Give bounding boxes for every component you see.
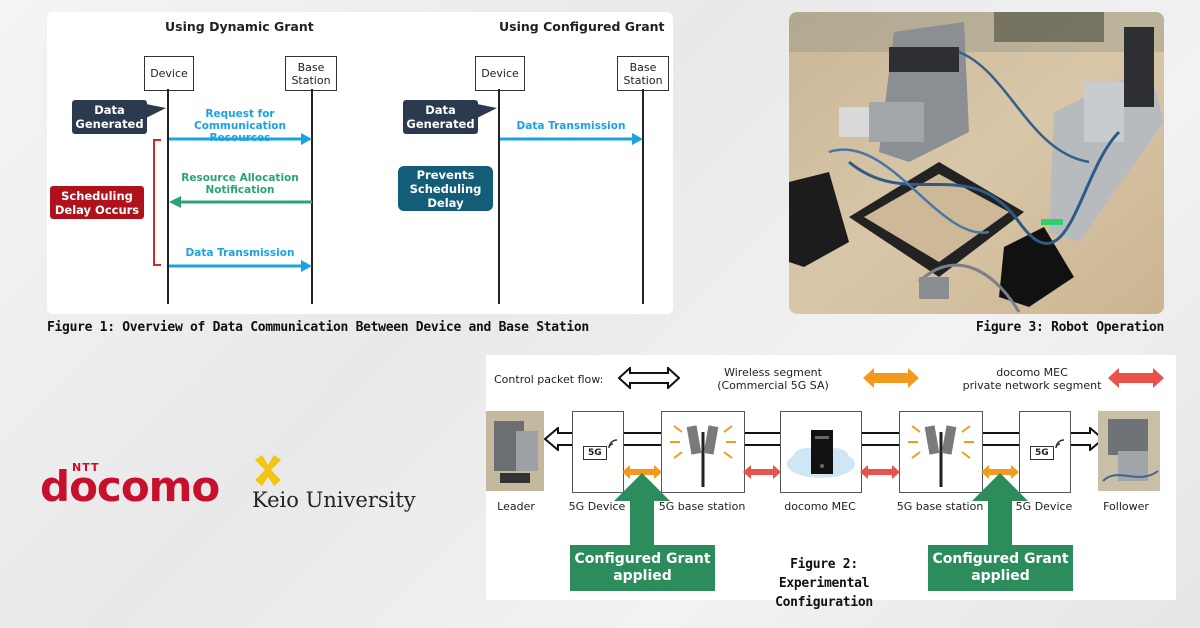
keio-university-logo: Keio University	[252, 488, 416, 512]
data-transmission-arrow-configured	[500, 133, 643, 145]
figure1-panel: Using Dynamic Grant Device Base Station …	[47, 12, 673, 314]
figure3-caption: Figure 3: Robot Operation	[975, 320, 1164, 335]
configured-grant-box-right: Configured Grant applied	[928, 545, 1073, 591]
device-lifeline-dynamic	[167, 89, 169, 304]
red-link-right	[860, 465, 900, 479]
docomo-mec-label: docomo MEC	[784, 500, 856, 513]
configured-grant-box-left: Configured Grant applied	[570, 545, 715, 591]
figure1-caption: Figure 1: Overview of Data Communication…	[47, 320, 589, 335]
control-flow-label: Control packet flow:	[494, 373, 604, 386]
request-arrow	[169, 133, 312, 145]
base-station-box-configured: Base Station	[617, 56, 669, 91]
signal-icon-left	[608, 439, 618, 449]
data-transmission-arrow-dynamic	[169, 260, 312, 272]
5g-base-station-label-left: 5G base station	[658, 500, 746, 513]
scheduling-delay-callout: Scheduling Delay Occurs	[50, 186, 144, 219]
red-link-left	[743, 465, 781, 479]
mec-segment-label: docomo MEC private network segment	[962, 366, 1102, 392]
5g-base-station-node-right	[899, 411, 983, 493]
device-box-dynamic: Device	[144, 56, 194, 91]
follower-label: Follower	[1103, 500, 1149, 513]
keio-emblem-icon	[255, 455, 281, 486]
base-lifeline-dynamic	[311, 89, 313, 304]
request-label: Request for Communication Resources	[194, 108, 286, 144]
callout-pointer-configured	[477, 104, 497, 118]
orange-link-right	[981, 465, 1019, 479]
5g-device-label-right: 5G Device	[1015, 500, 1073, 513]
base-lifeline-configured	[642, 89, 644, 304]
5g-device-label-left: 5G Device	[568, 500, 626, 513]
wireless-arrow-icon	[863, 368, 919, 388]
5g-base-station-node-left	[661, 411, 745, 493]
figure2-caption: Figure 2: Experimental Configuration	[775, 557, 873, 610]
data-transmission-label-configured: Data Transmission	[516, 120, 626, 132]
5g-tag-left: 5G	[583, 446, 607, 460]
5g-device-node-right: 5G	[1019, 411, 1071, 493]
docomo-logo: docomo	[40, 462, 220, 511]
data-generated-callout-configured: Data Generated	[403, 100, 478, 134]
device-box-configured: Device	[475, 56, 525, 91]
prevents-delay-callout: Prevents Scheduling Delay	[398, 166, 493, 211]
docomo-mec-node	[780, 411, 862, 493]
leader-label: Leader	[497, 500, 535, 513]
robot-photo	[789, 12, 1164, 314]
5g-device-node-left: 5G	[572, 411, 624, 493]
dynamic-grant-title: Using Dynamic Grant	[165, 19, 314, 34]
follower-robot-photo	[1098, 411, 1160, 491]
green-up-arrow-left	[614, 473, 670, 545]
green-up-arrow-right	[972, 473, 1028, 545]
signal-icon-right	[1055, 439, 1065, 449]
resource-alloc-arrow	[169, 196, 312, 208]
delay-bracket	[153, 139, 161, 266]
wireless-segment-label: Wireless segment (Commercial 5G SA)	[717, 366, 829, 392]
base-station-box-dynamic: Base Station	[285, 56, 337, 91]
5g-base-station-label-right: 5G base station	[896, 500, 984, 513]
control-flow-arrow-icon	[618, 367, 680, 389]
callout-pointer-dynamic	[146, 104, 166, 118]
5g-tag-right: 5G	[1030, 446, 1054, 460]
device-lifeline-configured	[498, 89, 500, 304]
configured-grant-title: Using Configured Grant	[499, 19, 665, 34]
mec-arrow-icon	[1108, 368, 1164, 388]
figure2-panel: Control packet flow: Wireless segment (C…	[486, 355, 1176, 610]
leader-robot-photo	[486, 411, 544, 491]
data-transmission-label-dynamic: Data Transmission	[185, 247, 295, 259]
resource-alloc-label: Resource Allocation Notification	[181, 172, 299, 196]
ntt-logo-text: NTT	[72, 461, 100, 474]
orange-link-left	[622, 465, 662, 479]
data-generated-callout-dynamic: Data Generated	[72, 100, 147, 134]
